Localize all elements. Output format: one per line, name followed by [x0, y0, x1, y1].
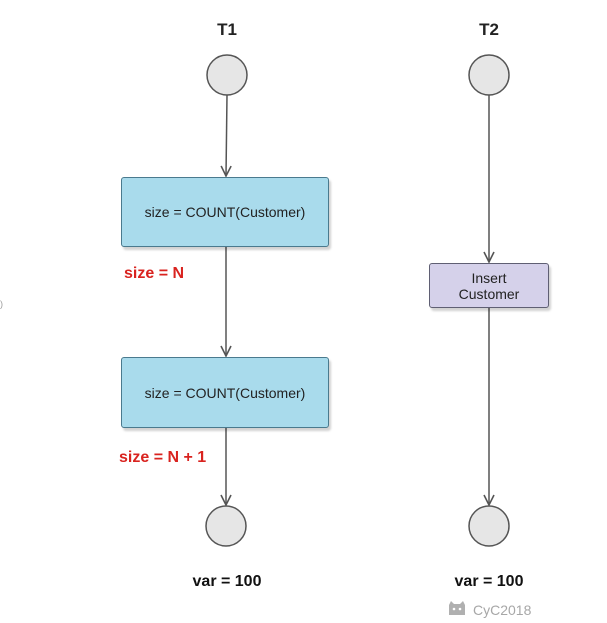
t2-end-node	[468, 505, 510, 547]
edge-mark: )	[0, 299, 3, 309]
t1-result: var = 100	[192, 573, 262, 590]
t1-size-note-2: size = N + 1	[119, 449, 207, 466]
t1-count-box-1-label: size = COUNT(Customer)	[144, 204, 306, 220]
t1-size-note-1: size = N	[124, 265, 185, 282]
github-cat-icon	[447, 600, 467, 619]
t2-result: var = 100	[454, 573, 524, 590]
t1-count-box-2: size = COUNT(Customer)	[121, 357, 329, 428]
t2-start-node	[468, 54, 510, 96]
t2-title: T2	[479, 20, 499, 39]
watermark: CyC2018	[447, 600, 531, 619]
t2-insert-box-line1: Insert	[471, 269, 507, 286]
t1-count-box-2-label: size = COUNT(Customer)	[144, 384, 306, 401]
t1-title: T1	[217, 20, 237, 39]
t2-insert-box: Insert Customer	[429, 263, 549, 308]
t1-end-node	[205, 505, 247, 547]
watermark-text: CyC2018	[473, 601, 532, 618]
t1-start-node	[206, 54, 248, 96]
t1-arrow-1	[226, 94, 227, 176]
t1-count-box-1: size = COUNT(Customer)	[121, 177, 329, 247]
t2-insert-box-line2: Customer	[458, 285, 520, 302]
